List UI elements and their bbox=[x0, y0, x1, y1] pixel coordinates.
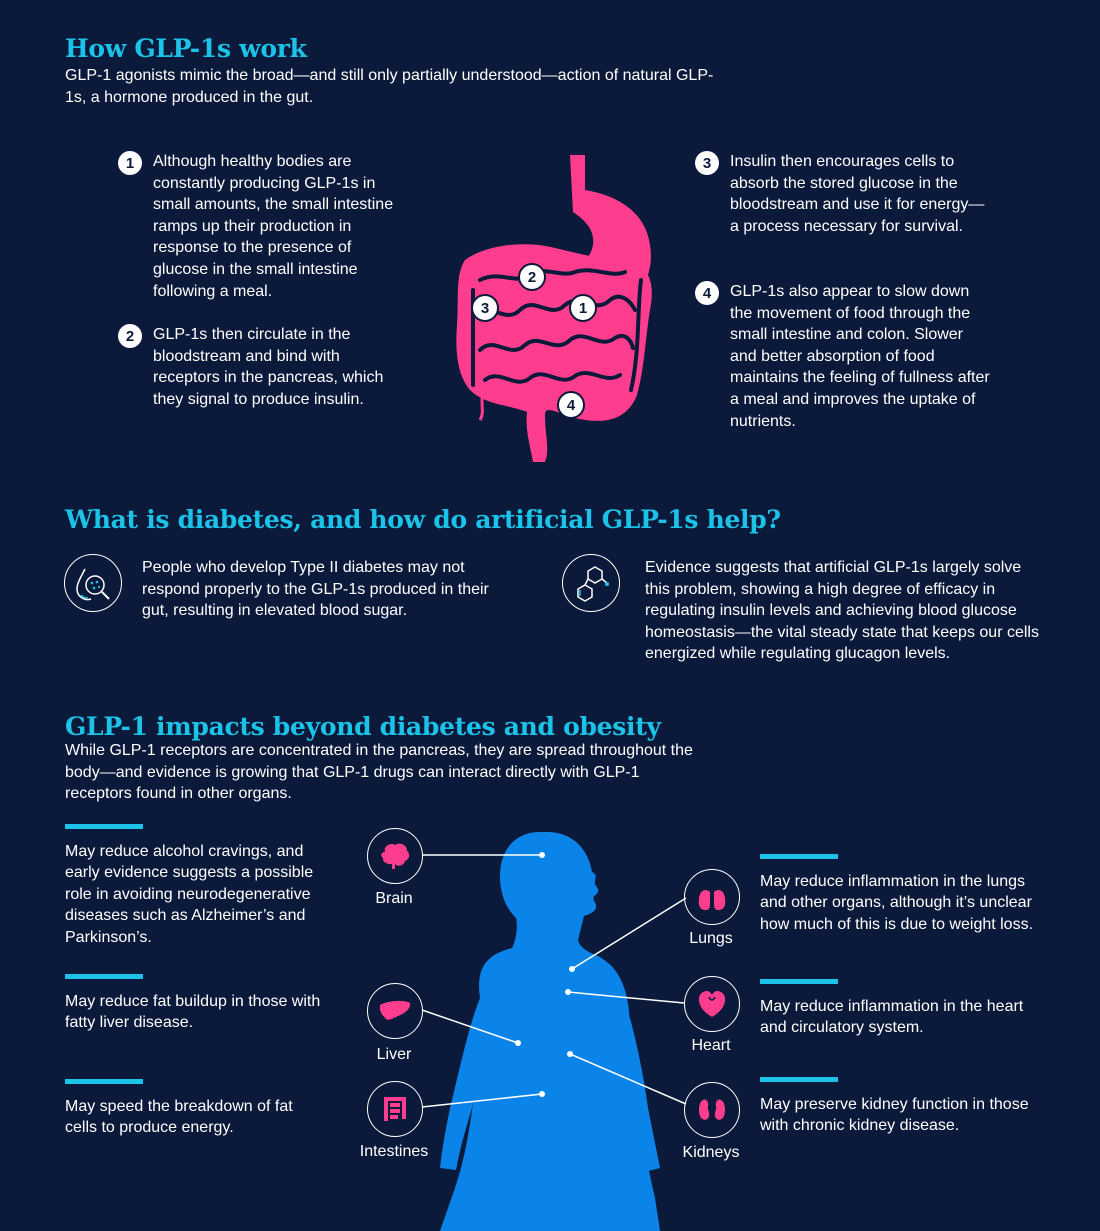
kidneys-icon bbox=[684, 1082, 740, 1138]
step-text: Insulin then encourages cells to absorb … bbox=[730, 153, 985, 235]
step-text: GLP-1s then circulate in the bloodstream… bbox=[153, 326, 384, 408]
accent-bar bbox=[760, 1077, 838, 1082]
step-number: 3 bbox=[695, 151, 719, 175]
accent-bar bbox=[65, 1079, 143, 1084]
organ-label-intestines: Intestines bbox=[359, 1143, 429, 1160]
accent-bar bbox=[760, 979, 838, 984]
organ-label-brain: Brain bbox=[375, 890, 413, 907]
impact-intestines: May speed the breakdown of fat cells to … bbox=[65, 1098, 293, 1137]
illustration-marker: 3 bbox=[471, 294, 499, 322]
lungs-icon bbox=[684, 869, 740, 925]
section-title-impacts: GLP-1 impacts beyond diabetes and obesit… bbox=[65, 712, 661, 741]
liver-icon bbox=[367, 983, 423, 1039]
step-text: Although healthy bodies are constantly p… bbox=[153, 153, 394, 300]
illustration-marker: 2 bbox=[518, 263, 546, 291]
organ-label-kidneys: Kidneys bbox=[682, 1144, 740, 1161]
step-number: 2 bbox=[118, 324, 142, 348]
organ-label-heart: Heart bbox=[691, 1037, 731, 1054]
diabetes-description: People who develop Type II diabetes may … bbox=[142, 559, 489, 620]
accent-bar bbox=[65, 824, 143, 829]
impact-kidneys: May preserve kidney function in those wi… bbox=[760, 1096, 1029, 1135]
impact-lungs: May reduce inflammation in the lungs and… bbox=[760, 873, 1034, 933]
section3-intro: While GLP-1 receptors are concentrated i… bbox=[65, 742, 693, 802]
organ-label-liver: Liver bbox=[376, 1046, 412, 1063]
glp1-solution-description: Evidence suggests that artificial GLP-1s… bbox=[645, 559, 1039, 663]
impact-liver: May reduce fat buildup in those with fat… bbox=[65, 993, 321, 1032]
impact-brain: May reduce alcohol cravings, and early e… bbox=[65, 843, 314, 946]
accent-bar bbox=[760, 854, 838, 859]
step-number: 4 bbox=[695, 281, 719, 305]
section-title-diabetes: What is diabetes, and how do artificial … bbox=[65, 505, 781, 534]
brain-icon bbox=[367, 828, 423, 884]
impact-heart: May reduce inflammation in the heart and… bbox=[760, 998, 1024, 1037]
accent-bar bbox=[65, 974, 143, 979]
digestive-system-illustration bbox=[456, 155, 652, 462]
blood-drop-magnifier-icon bbox=[64, 554, 122, 612]
section1-intro: GLP-1 agonists mimic the broad—and still… bbox=[65, 67, 714, 106]
step-number: 1 bbox=[118, 151, 142, 175]
illustration-marker: 1 bbox=[569, 294, 597, 322]
illustration-marker: 4 bbox=[557, 391, 585, 419]
human-body-silhouette bbox=[440, 832, 660, 1231]
intestines-icon bbox=[367, 1081, 423, 1137]
step-text: GLP-1s also appear to slow down the move… bbox=[730, 283, 990, 430]
molecule-icon bbox=[562, 554, 620, 612]
heart-icon bbox=[684, 976, 740, 1032]
section-title-how-glp1s-work: How GLP-1s work bbox=[65, 34, 307, 63]
organ-label-lungs: Lungs bbox=[689, 930, 733, 947]
